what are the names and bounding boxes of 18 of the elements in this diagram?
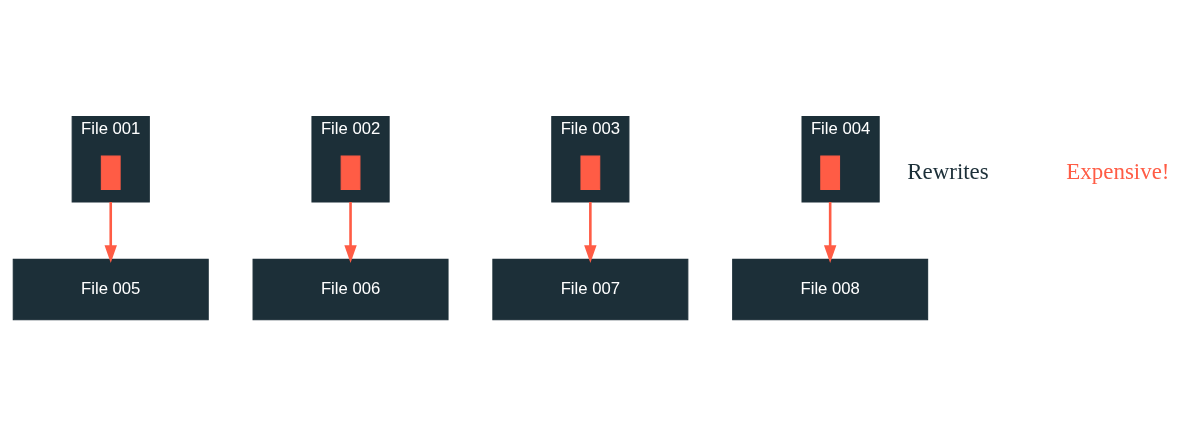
label: Rewrites	[907, 158, 989, 184]
node-box: File 005	[12, 258, 209, 320]
node-bar	[340, 155, 361, 190]
node-bar	[580, 155, 601, 190]
arrow	[823, 201, 837, 263]
cluster: File 002	[311, 115, 390, 203]
node-bar	[820, 155, 841, 190]
cluster: File 003	[551, 115, 630, 203]
cluster: File 004	[801, 115, 880, 203]
node-box: File 008	[732, 258, 929, 320]
node-box: File 006	[252, 258, 449, 320]
cluster: File 001	[71, 115, 150, 203]
arrow	[104, 201, 117, 263]
label: Expensive!	[1066, 158, 1170, 184]
arrow	[344, 201, 357, 263]
arrow	[584, 201, 597, 263]
node-box: File 007	[492, 258, 689, 320]
node-bar	[100, 155, 121, 190]
